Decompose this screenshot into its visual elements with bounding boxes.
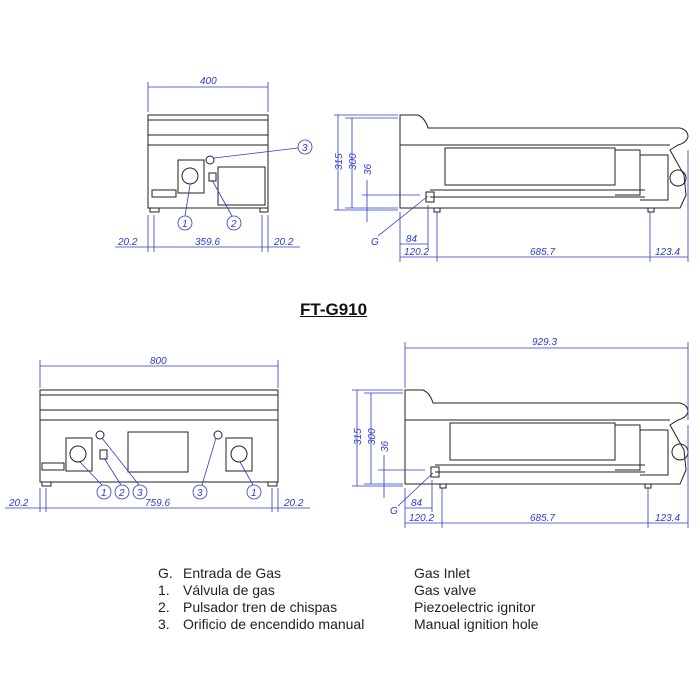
dim-123: 123.4: [655, 513, 680, 524]
legend-key: G.: [158, 565, 173, 581]
legend-en: Piezoelectric ignitor: [414, 599, 536, 615]
dim-929: 929.3: [532, 337, 557, 348]
callout-3: 3: [302, 143, 308, 154]
dim-84: 84: [406, 234, 418, 245]
dim-left: 20.2: [8, 498, 29, 509]
legend-es: Válvula de gas: [183, 582, 275, 598]
dim-315: 315: [334, 153, 345, 170]
dim-123: 123.4: [655, 247, 680, 258]
dim-120: 120.2: [409, 513, 434, 524]
legend-en: Gas Inlet: [414, 565, 471, 581]
legend-es: Entrada de Gas: [183, 565, 282, 581]
gas-inlet: [425, 191, 435, 203]
dim-36: 36: [380, 440, 391, 452]
dim-width: 400: [200, 76, 217, 87]
dim-685: 685.7: [530, 247, 555, 258]
dim-right: 20.2: [273, 237, 294, 248]
dim-right: 20.2: [283, 498, 304, 509]
dim-middle: 759.6: [145, 498, 170, 509]
legend-key: 1.: [158, 582, 170, 598]
dim-120: 120.2: [404, 247, 429, 258]
top-side-view: 315 300 36 G 84 120.2 685.7 123.4: [334, 114, 689, 262]
legend-key: 2.: [158, 599, 170, 615]
dim-315: 315: [353, 428, 364, 445]
gas-valve-knob-right: [225, 437, 253, 472]
callout-1: 1: [182, 219, 188, 230]
legend-es: Orificio de encendido manual: [183, 616, 365, 632]
legend-en: Manual ignition hole: [414, 616, 539, 632]
dim-300: 300: [367, 428, 378, 445]
gas-valve-knob-left: [65, 437, 93, 472]
callout-2: 2: [118, 488, 125, 499]
gas-valve-knob: [177, 159, 205, 194]
piezo-button: [208, 172, 217, 182]
inlet-label: G: [390, 506, 398, 517]
bottom-side-view: 929.3 315 300 36 G 84 120.2 685.7 123.4: [352, 337, 689, 528]
dim-300: 300: [348, 153, 359, 170]
callout-1: 1: [101, 488, 107, 499]
dim-84: 84: [411, 498, 423, 509]
callout-3: 3: [197, 488, 203, 499]
dim-width: 800: [150, 356, 167, 367]
callout-2: 2: [230, 219, 237, 230]
legend-es: Pulsador tren de chispas: [183, 599, 338, 615]
model-title: FT-G910: [300, 300, 368, 319]
bottom-front-view: 800 20.2 759.6 20.2 1 2 3 3 1: [5, 356, 310, 512]
top-front-view: 400 20.2 359.6 20.2 1 2 3: [115, 76, 313, 252]
dim-middle: 359.6: [195, 237, 220, 248]
ignition-hole: [205, 155, 215, 165]
legend-key: 3.: [158, 616, 170, 632]
brand-plate: [151, 189, 177, 198]
dim-36: 36: [363, 163, 374, 175]
legend-en: Gas valve: [414, 582, 477, 598]
dim-left: 20.2: [117, 237, 138, 248]
callout-1: 1: [251, 488, 257, 499]
inlet-label: G: [371, 237, 379, 248]
dim-685: 685.7: [530, 513, 555, 524]
callout-3: 3: [137, 488, 143, 499]
